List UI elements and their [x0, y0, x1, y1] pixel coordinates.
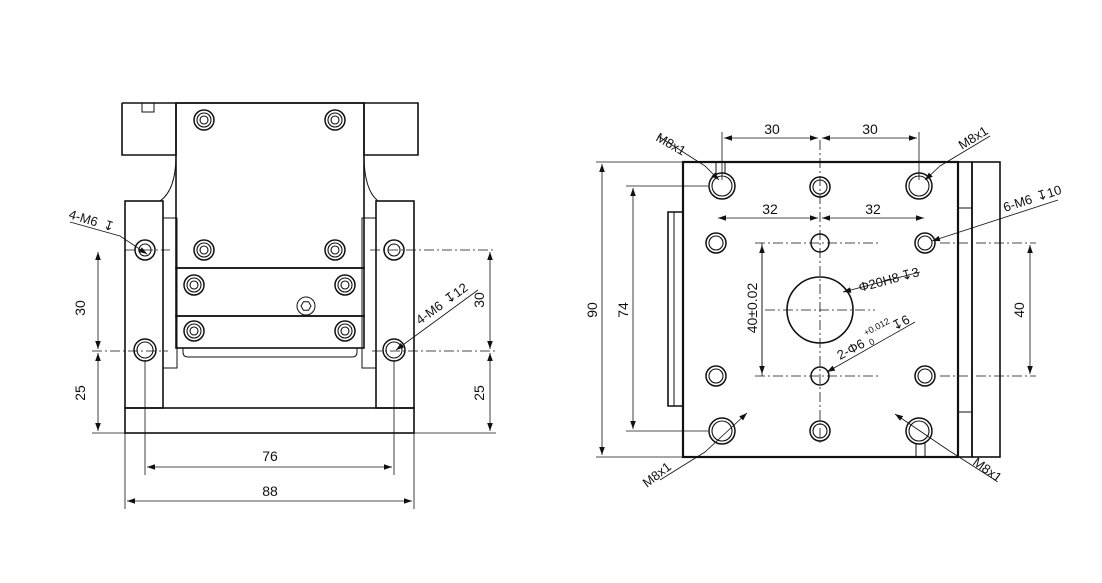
tapped-hole-m6: [914, 232, 936, 254]
socket-head-screw: [296, 296, 316, 316]
screw-head: [334, 274, 356, 296]
dim-text-74: 74: [615, 302, 631, 318]
threaded-hole-m8x1: [708, 417, 736, 445]
right-shoulder: [363, 154, 379, 202]
dim-text-25-left: 25: [72, 385, 88, 401]
screw-head: [334, 320, 356, 342]
dim-text-90: 90: [584, 302, 600, 318]
screw-head: [193, 109, 215, 131]
dim-text-30-right: 30: [471, 292, 487, 308]
dim-text-30-b: 30: [862, 121, 878, 137]
right-view-holes: [705, 172, 936, 445]
svg-text:↧6: ↧6: [889, 312, 912, 334]
right-guide: [361, 217, 377, 369]
screw-head: [324, 109, 346, 131]
main-block: [681, 160, 960, 459]
callout-bore: Φ20H8 ↧3: [857, 264, 921, 295]
left-shoulder: [159, 154, 177, 202]
svg-text:4-M6: 4-M6: [413, 298, 446, 328]
svg-text:↧10: ↧10: [1035, 182, 1064, 204]
slider-skirt: [182, 348, 358, 358]
screw-head: [183, 320, 205, 342]
callout-4-m6-right: 4-M6 ↧12: [413, 280, 471, 328]
dim-text-25-right: 25: [471, 385, 487, 401]
key-slot: [141, 102, 155, 113]
svg-text:0: 0: [867, 336, 876, 347]
right-post: [375, 200, 415, 409]
svg-text:+0.012: +0.012: [862, 316, 891, 338]
leader-4-m6-right: [395, 289, 479, 351]
dim-text-30-a: 30: [764, 121, 780, 137]
leader-bore: [842, 271, 921, 293]
thread-label-tr: M8x1: [956, 123, 991, 153]
leader-6-m6: [931, 199, 1059, 242]
left-view: 30 25 30 25 76 88 4-M6 ↧ 4-M6 ↧12: [67, 102, 496, 509]
tapped-hole-m6: [705, 232, 727, 254]
hex-socket: [300, 301, 312, 311]
callout-6-m6: 6-M6 ↧10: [1001, 182, 1063, 215]
dim-text-88: 88: [262, 483, 278, 499]
threaded-hole-m8x1: [905, 417, 933, 445]
tapped-hole-m6: [705, 365, 727, 387]
tapped-hole-m6: [133, 338, 157, 362]
svg-text:Φ20H8: Φ20H8: [857, 270, 901, 295]
leader-pin: [826, 321, 916, 373]
leader-m8-br: [894, 413, 996, 481]
right-view: 30 30 32 32 90 74 40±0.02 40 M8x1 M8x1 M…: [584, 121, 1063, 490]
svg-text:6-M6: 6-M6: [1001, 191, 1034, 214]
dim-text-30-left: 30: [72, 300, 88, 316]
leader-4-m6-left: [69, 221, 148, 255]
screw-head: [193, 239, 215, 261]
screw-head: [183, 274, 205, 296]
callout-pin-holes: 2-Φ6 +0.012 0 ↧6: [834, 312, 912, 363]
dim-text-32-a: 32: [762, 201, 778, 217]
tapped-hole-m6: [914, 365, 936, 387]
dim-text-40-pin: 40±0.02: [744, 283, 760, 334]
left-post: [124, 200, 164, 409]
svg-text:↧12: ↧12: [441, 280, 470, 307]
callout-4-m6-left: 4-M6 ↧: [67, 207, 116, 235]
tapped-hole-m6: [382, 338, 406, 362]
right-step-lines: [958, 207, 972, 413]
top-bracket-outline: [121, 102, 419, 156]
svg-text:↧: ↧: [102, 217, 117, 235]
svg-text:↧3: ↧3: [899, 264, 920, 283]
leader-m8-bl: [659, 412, 748, 481]
slider-lower: [175, 315, 365, 349]
thread-label-tl: M8x1: [654, 130, 689, 159]
leader-m8-tl: [657, 135, 720, 181]
left-rail: [667, 211, 683, 407]
slider-upper: [175, 267, 365, 317]
thread-label-bl: M8x1: [640, 459, 674, 490]
dim-text-76: 76: [262, 448, 278, 464]
right-step: [957, 161, 973, 458]
leader-m8-tr: [924, 135, 991, 181]
dim-text-40-right: 40: [1011, 302, 1027, 318]
dim-text-32-b: 32: [865, 201, 881, 217]
right-rail: [971, 161, 1001, 458]
base-plate: [124, 407, 415, 434]
screw-head: [324, 239, 346, 261]
thread-label-br: M8x1: [970, 454, 1005, 485]
left-guide: [162, 217, 178, 369]
